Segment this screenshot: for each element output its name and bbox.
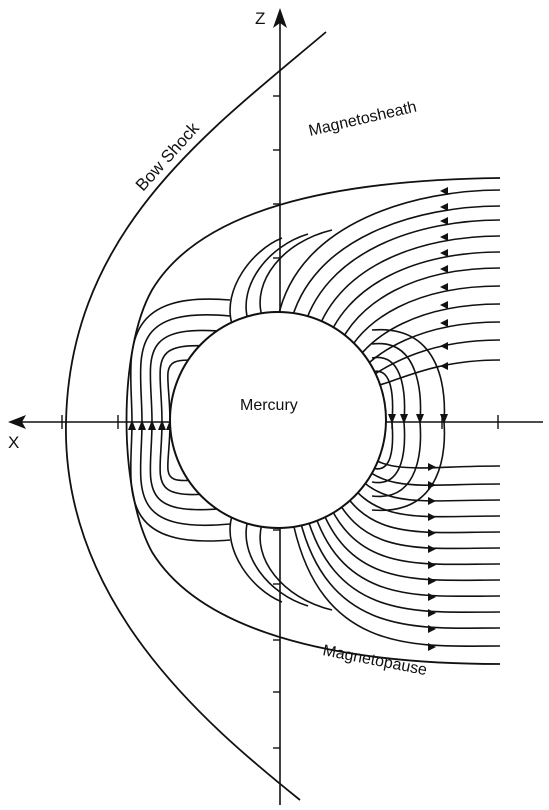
- field-direction-arrow: [440, 233, 448, 241]
- field-direction-arrow: [428, 529, 436, 537]
- field-direction-arrow: [428, 609, 436, 617]
- tail-field-line-south: [299, 519, 501, 629]
- field-direction-arrow: [440, 187, 448, 195]
- cusp-field-line-south: [245, 519, 309, 607]
- magnetopause-label: Magnetopause: [321, 642, 428, 679]
- field-direction-arrow: [440, 319, 448, 327]
- field-direction-arrow: [440, 342, 448, 350]
- field-direction-arrow: [440, 362, 448, 370]
- tail-field-line-south: [329, 484, 501, 550]
- cusp-field-line-south: [229, 515, 283, 603]
- magnetopause-curve: [125, 177, 501, 665]
- field-direction-arrow: [416, 414, 424, 424]
- tail-field-line-south: [311, 505, 501, 598]
- tail-field-line-north: [323, 251, 501, 351]
- field-direction-arrow: [388, 414, 396, 424]
- field-direction-arrow: [428, 625, 436, 633]
- field-direction-arrow: [428, 643, 436, 651]
- field-direction-arrow: [428, 513, 436, 521]
- tail-field-line-south: [293, 526, 501, 647]
- cusp-field-line-north: [245, 233, 309, 321]
- field-direction-arrow: [428, 497, 436, 505]
- field-direction-arrow: [158, 420, 166, 430]
- x-axis-label: X: [8, 433, 19, 452]
- bow-shock-label: Bow Shock: [132, 118, 203, 194]
- tail-field-line-south: [323, 491, 501, 566]
- field-direction-arrow: [138, 420, 146, 430]
- field-direction-arrow: [428, 593, 436, 601]
- field-direction-arrow: [440, 283, 448, 291]
- cusp-field-line-north: [259, 229, 333, 317]
- tail-field-line-north: [301, 219, 501, 335]
- z-axis-label: Z: [255, 9, 265, 28]
- tail-field-line-north: [365, 359, 501, 388]
- tail-field-line-north: [333, 267, 501, 359]
- field-direction-arrow: [400, 414, 408, 424]
- field-direction-arrow: [440, 265, 448, 273]
- bow-shock-curve: [65, 31, 327, 801]
- field-direction-arrow: [428, 561, 436, 569]
- tail-field-line-north: [277, 189, 501, 319]
- tail-field-line-north: [313, 235, 501, 343]
- axis-ticks: [61, 95, 499, 749]
- z-axis-arrowhead: [273, 8, 287, 28]
- mercury-planet: [169, 311, 387, 529]
- cusp-field-line-south: [259, 523, 333, 611]
- field-direction-arrow: [440, 414, 448, 424]
- field-direction-arrow: [440, 217, 448, 225]
- cusp-field-line-north: [229, 237, 283, 325]
- field-direction-arrow: [128, 420, 136, 430]
- mercury-label: Mercury: [240, 397, 298, 414]
- tail-field-line-south: [305, 512, 501, 614]
- field-direction-arrow: [428, 577, 436, 585]
- field-direction-arrow: [428, 463, 436, 471]
- field-direction-arrow: [440, 203, 448, 211]
- field-direction-arrow: [440, 249, 448, 257]
- tail-field-line-south: [317, 498, 501, 582]
- tail-field-line-north: [289, 205, 501, 327]
- field-direction-arrow: [428, 545, 436, 553]
- field-direction-arrow: [440, 301, 448, 309]
- x-axis-arrowhead: [8, 415, 26, 429]
- magnetosheath-label: Magnetosheath: [307, 99, 418, 140]
- field-direction-arrow: [148, 420, 156, 430]
